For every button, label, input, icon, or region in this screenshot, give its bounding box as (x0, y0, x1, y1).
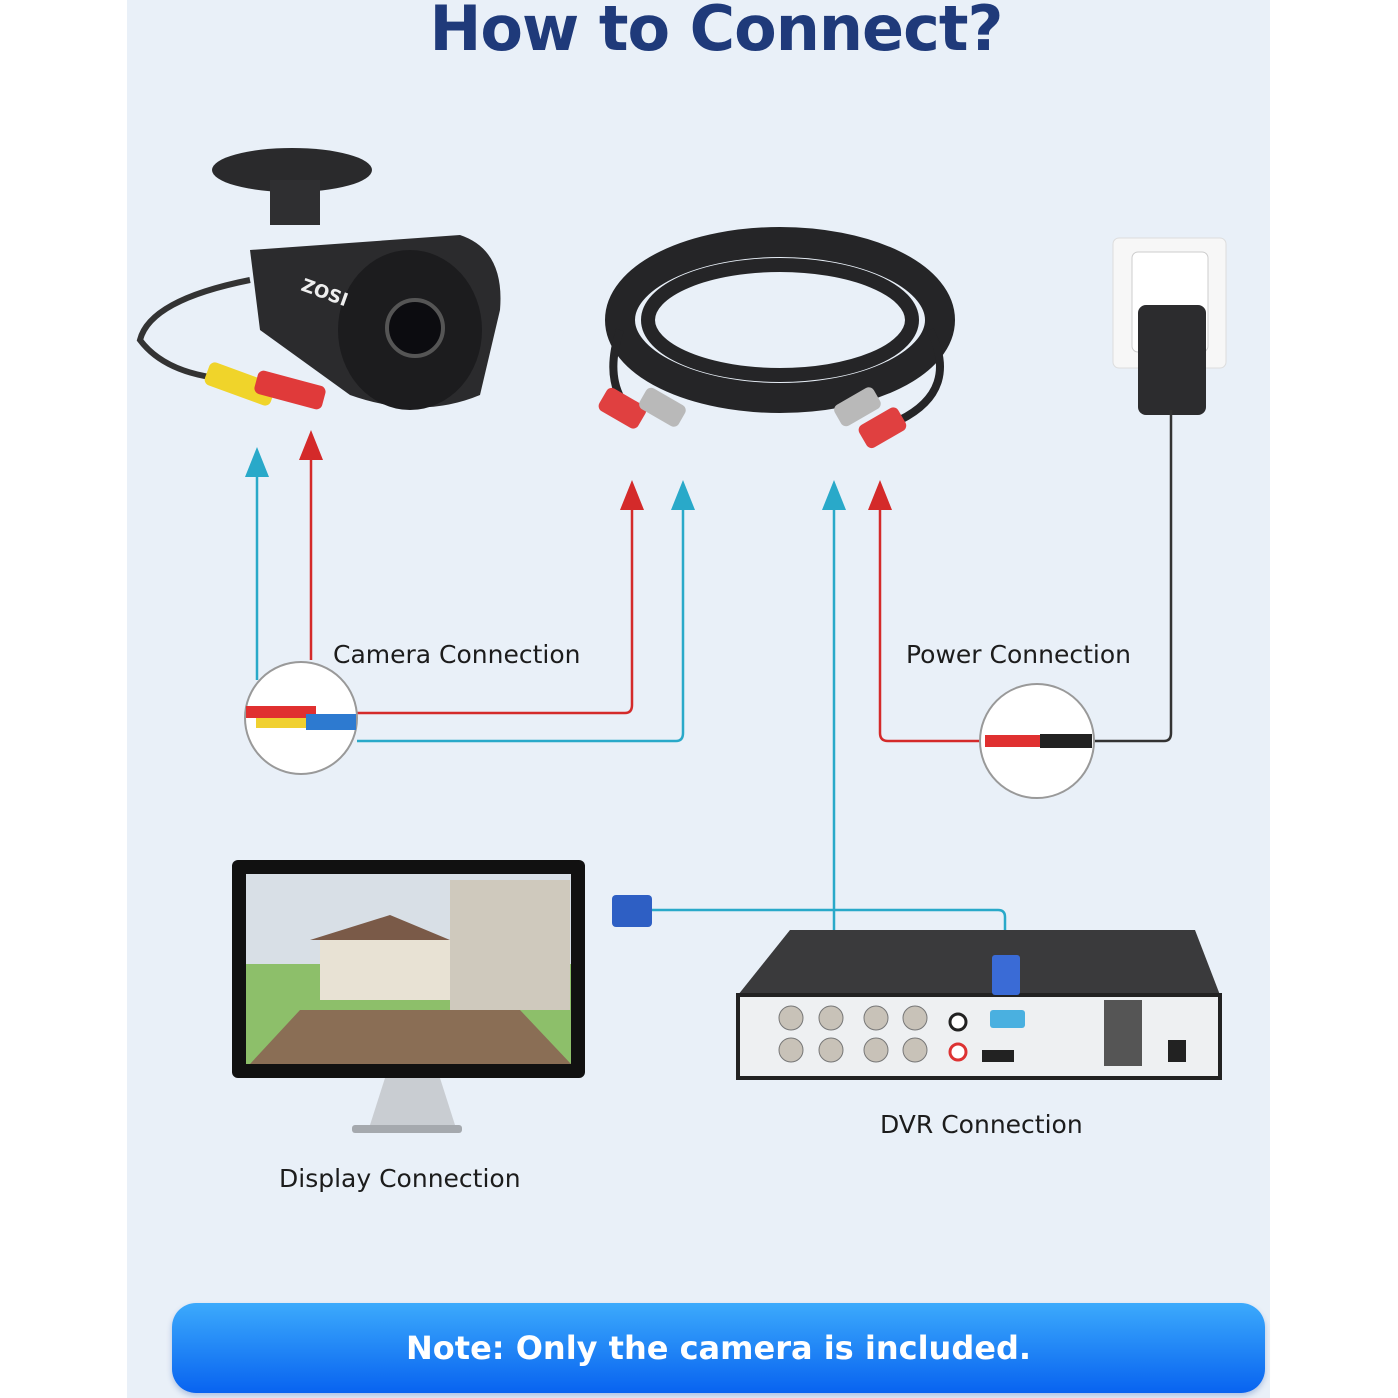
camera-connection-label: Camera Connection (333, 640, 581, 669)
power-adapter-image (1112, 237, 1227, 415)
cable-coil-image (598, 227, 955, 449)
power-red-arrow (878, 490, 980, 743)
page-title: How to Connect? (429, 0, 1004, 65)
adapter-line (1094, 410, 1173, 743)
dvr-image (736, 930, 1222, 1080)
display-connection-label: Display Connection (279, 1164, 521, 1193)
power-connection-label: Power Connection (906, 640, 1131, 669)
dvr-connection-label: DVR Connection (880, 1110, 1083, 1139)
camera-image: ZOSI (136, 148, 501, 410)
arrowheads (245, 430, 892, 510)
monitor-image (232, 860, 585, 1133)
vga-line (650, 908, 1007, 958)
power-connector-detail (979, 683, 1095, 799)
vga-plug-icon (612, 895, 652, 927)
camera-connector-detail (244, 661, 358, 775)
connection-lines (255, 410, 1173, 1010)
cable-power-arrow (357, 490, 634, 715)
note-banner: Note: Only the camera is included. (172, 1303, 1265, 1393)
cable-video-arrow (357, 490, 685, 743)
